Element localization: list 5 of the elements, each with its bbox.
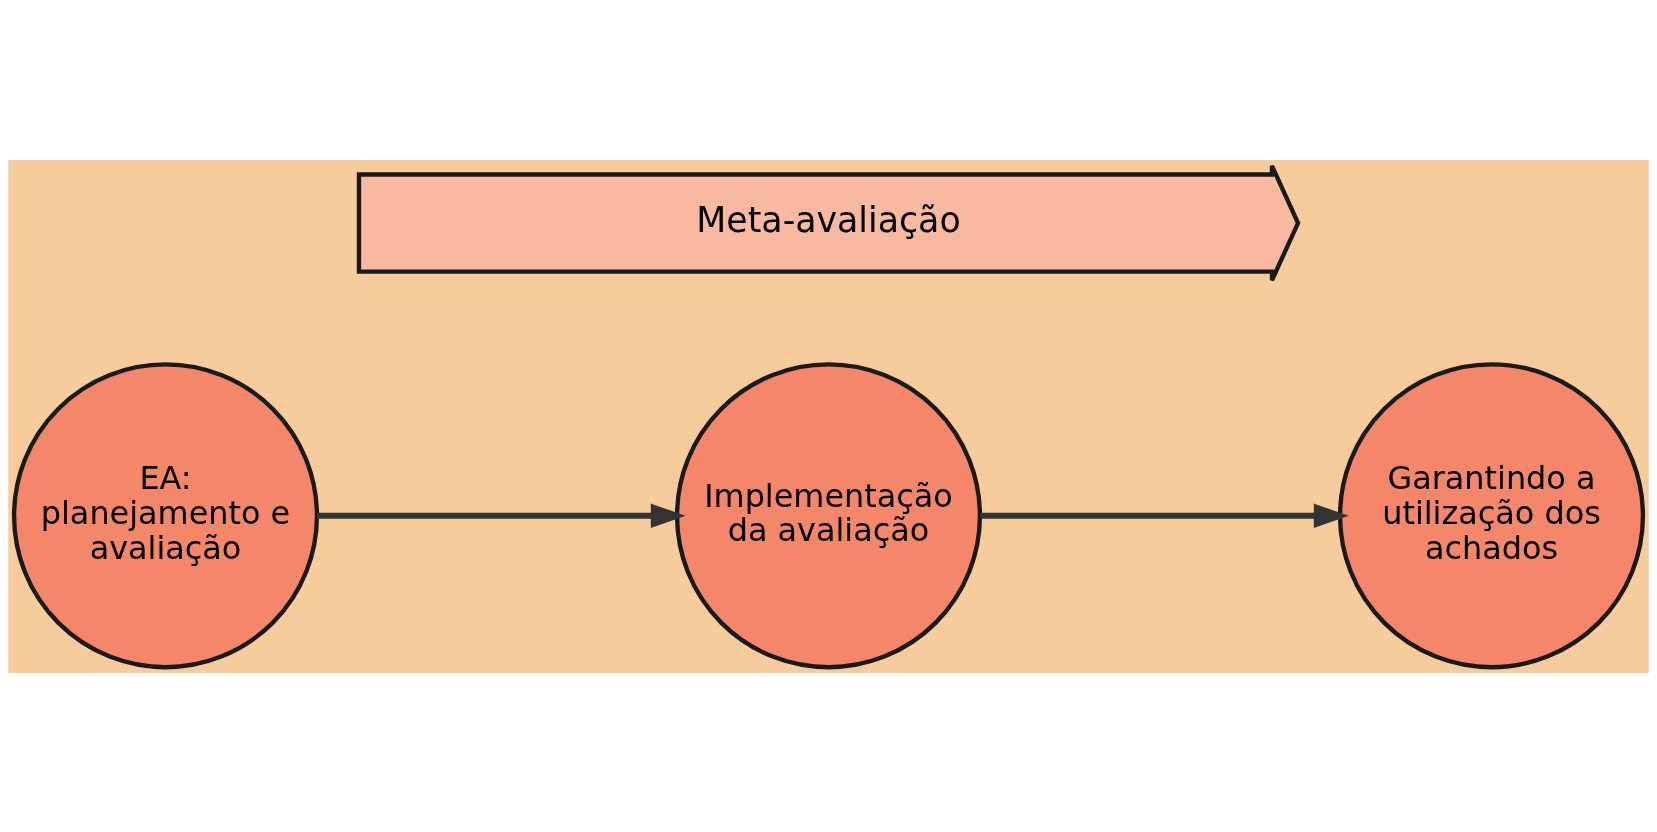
arrow: [980, 503, 1349, 528]
arrow: [317, 503, 686, 528]
node-circle: Garantindo a utilização dos achados: [1337, 361, 1646, 669]
node-circle: EA: planejamento e avaliação: [11, 361, 320, 669]
node-circle: Implementação da avaliação: [674, 361, 983, 669]
